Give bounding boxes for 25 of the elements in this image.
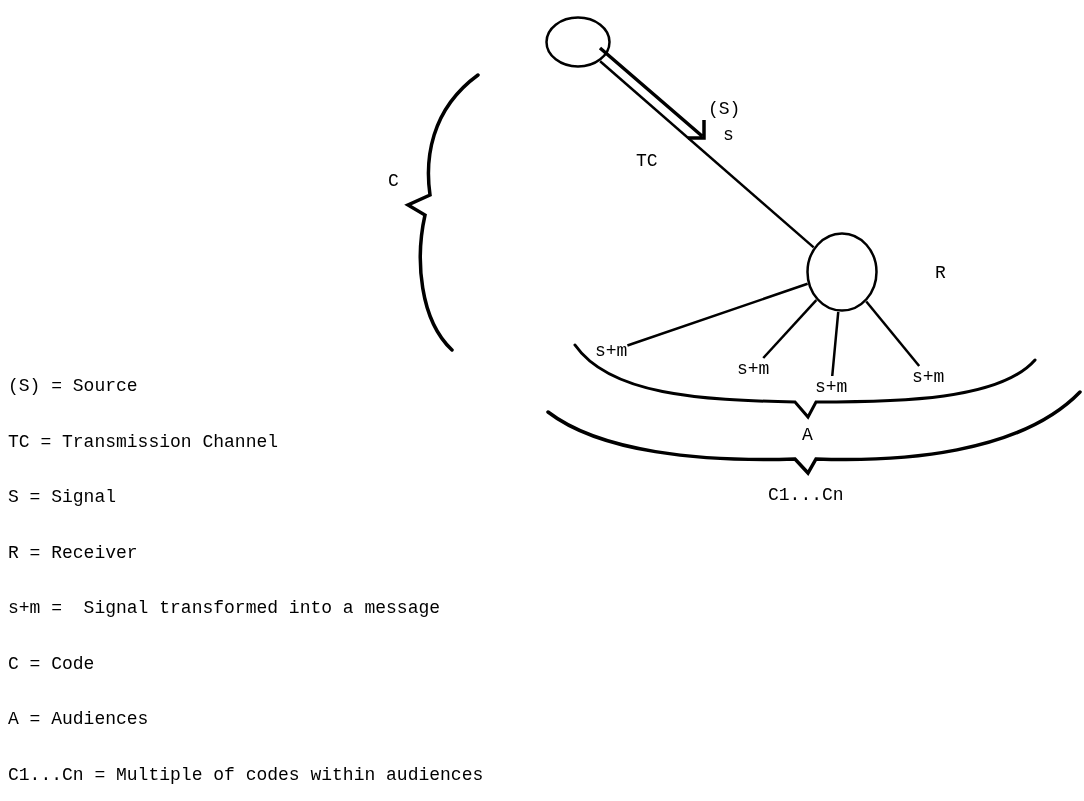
- node-label: s+m: [595, 340, 628, 362]
- brace-label: A: [802, 424, 813, 446]
- connector-line: [865, 300, 921, 367]
- circle-node: [545, 16, 611, 68]
- key-line: TC = Transmission Channel: [8, 430, 279, 453]
- signal-label: (S): [708, 98, 741, 120]
- key-line: A = Audiences: [8, 708, 149, 730]
- key-line: C = Code: [8, 652, 95, 675]
- brace-label: C1...Cn: [768, 484, 844, 506]
- node-label: s+m: [737, 358, 770, 380]
- key-line: R = Receiver: [8, 541, 138, 564]
- brace-label: C: [388, 170, 399, 192]
- connector-line: [599, 60, 815, 249]
- connector-line: [627, 282, 808, 347]
- key-line: S = Signal: [8, 486, 117, 508]
- node-label: R: [935, 262, 946, 284]
- circle-node: [806, 232, 878, 312]
- key-line: (S) = Source: [8, 375, 138, 397]
- node-label: s+m: [815, 376, 848, 398]
- node-label: s+m: [912, 366, 945, 388]
- connector-line: [762, 299, 818, 359]
- key-line: C1...Cn = Multiple of codes within audiences: [8, 763, 484, 786]
- channel-label: TC: [636, 150, 658, 172]
- connector-line: [831, 311, 840, 377]
- key-line: s+m = Signal transformed into a message: [8, 597, 441, 619]
